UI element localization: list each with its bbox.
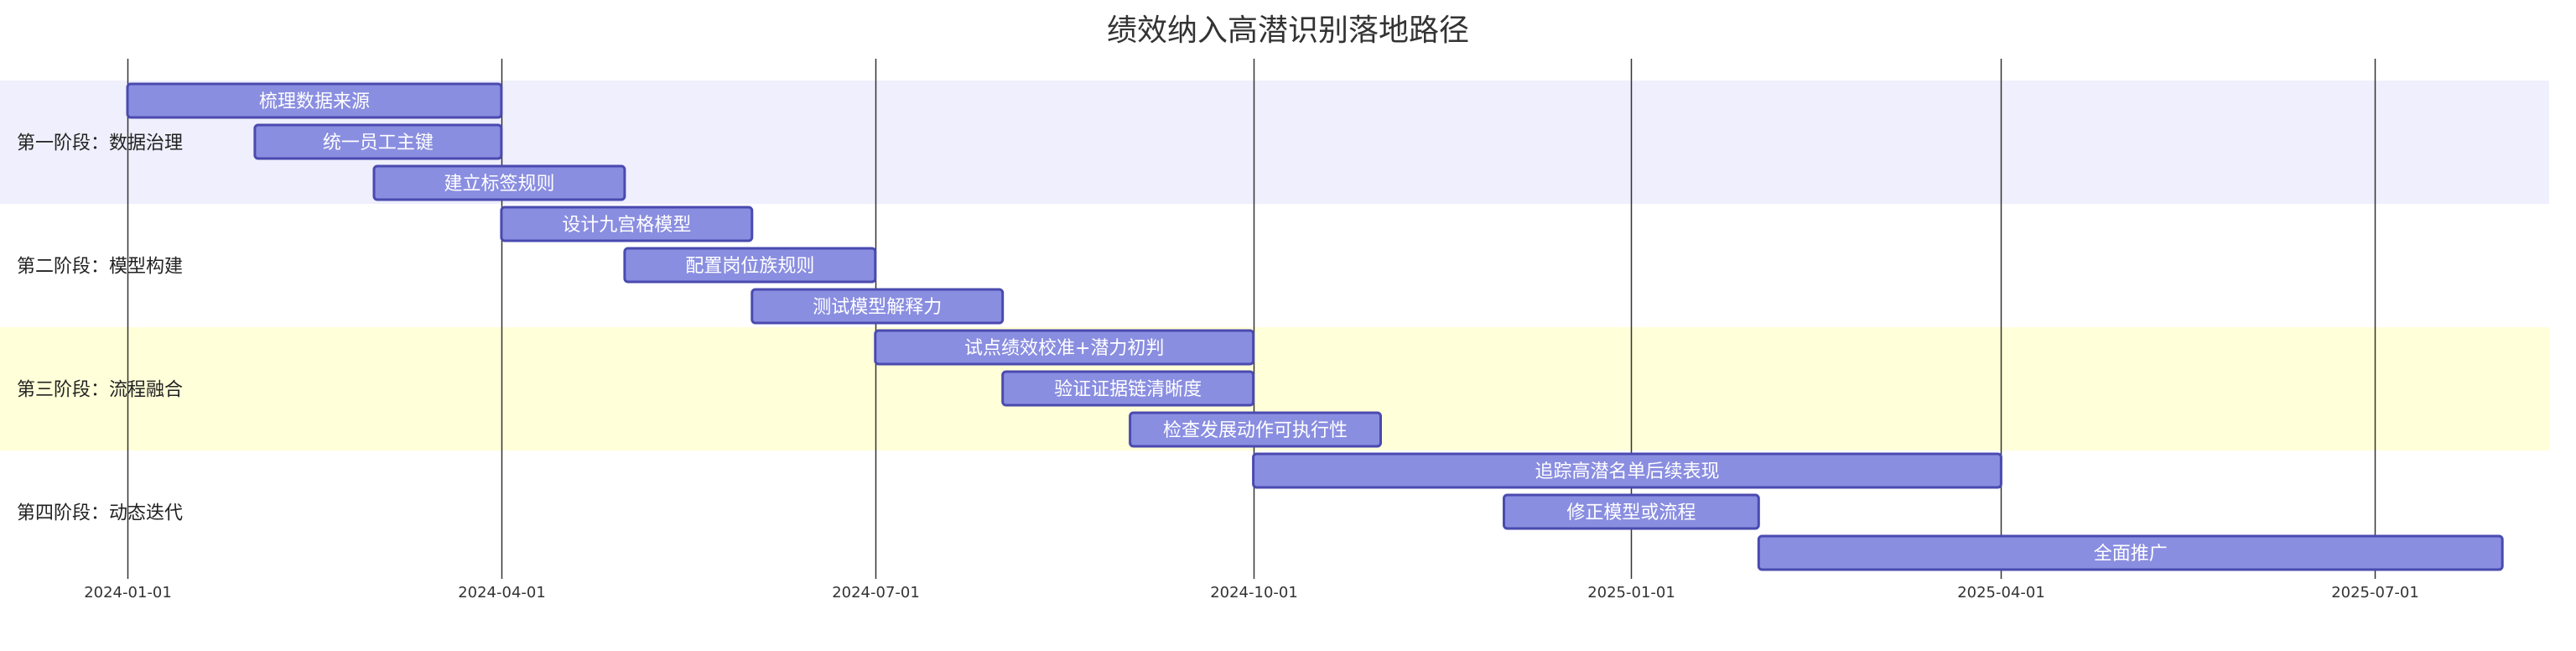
x-tick-label: 2025-07-01 [2331,584,2419,602]
section-label: 第二阶段：模型构建 [17,257,183,278]
section-label: 第三阶段：流程融合 [17,380,183,401]
task: 验证证据链清晰度 [1001,370,1255,407]
x-tick-label: 2025-01-01 [1587,584,1675,602]
section-label: 第一阶段：数据治理 [17,133,183,154]
task-bar [1757,534,2504,571]
task: 全面推广 [1757,534,2504,571]
task: 配置岗位族规则 [623,247,877,284]
task: 追踪高潜名单后续表现 [1252,452,2002,489]
x-tick-label: 2024-07-01 [832,584,920,602]
task-label: 统一员工主键 [323,133,434,154]
task-label: 梳理数据来源 [259,91,370,112]
task-label: 全面推广 [2094,544,2168,565]
task: 测试模型解释力 [750,288,1005,325]
task-bar [623,247,877,284]
task-bar [372,164,626,201]
task-label: 验证证据链清晰度 [1054,379,1202,400]
section-label: 第四阶段：动态迭代 [17,503,183,524]
task-bar [500,206,754,242]
task-label: 设计九宫格模型 [562,215,691,236]
task-label: 配置岗位族规则 [685,256,814,277]
task: 修正模型或流程 [1503,493,1760,530]
task: 建立标签规则 [372,164,626,201]
task: 检查发展动作可执行性 [1129,411,1382,448]
section-band [0,204,2549,327]
task: 梳理数据来源 [126,82,503,119]
task-bar [1001,370,1255,407]
task-label: 试点绩效校准+潜力初判 [964,338,1164,359]
chart-title: 绩效纳入高潜识别落地路径 [1107,13,1469,48]
x-tick-label: 2024-10-01 [1210,584,1298,602]
task-bar [1503,493,1760,530]
task-bar [874,329,1255,366]
task-label: 检查发展动作可执行性 [1163,420,1348,441]
task-bar [1252,452,2002,489]
task: 统一员工主键 [253,123,503,160]
x-tick-label: 2024-01-01 [84,584,172,602]
task-label: 追踪高潜名单后续表现 [1535,461,1719,482]
task-bars: 梳理数据来源统一员工主键建立标签规则设计九宫格模型配置岗位族规则测试模型解释力试… [126,82,2504,571]
task-label: 建立标签规则 [444,174,554,195]
x-axis-ticks: 2024-01-01 2024-04-01 2024-07-01 2024-10-01… [84,584,2419,602]
task-bar [126,82,503,119]
task-label: 测试模型解释力 [813,297,942,318]
task-bar [1129,411,1382,448]
task: 试点绩效校准+潜力初判 [874,329,1255,366]
task-bar [750,288,1005,325]
task: 设计九宫格模型 [500,206,754,242]
task-label: 修正模型或流程 [1566,503,1696,523]
x-tick-label: 2025-04-01 [1957,584,2045,602]
x-tick-label: 2024-04-01 [458,584,546,602]
task-bar [253,123,503,160]
